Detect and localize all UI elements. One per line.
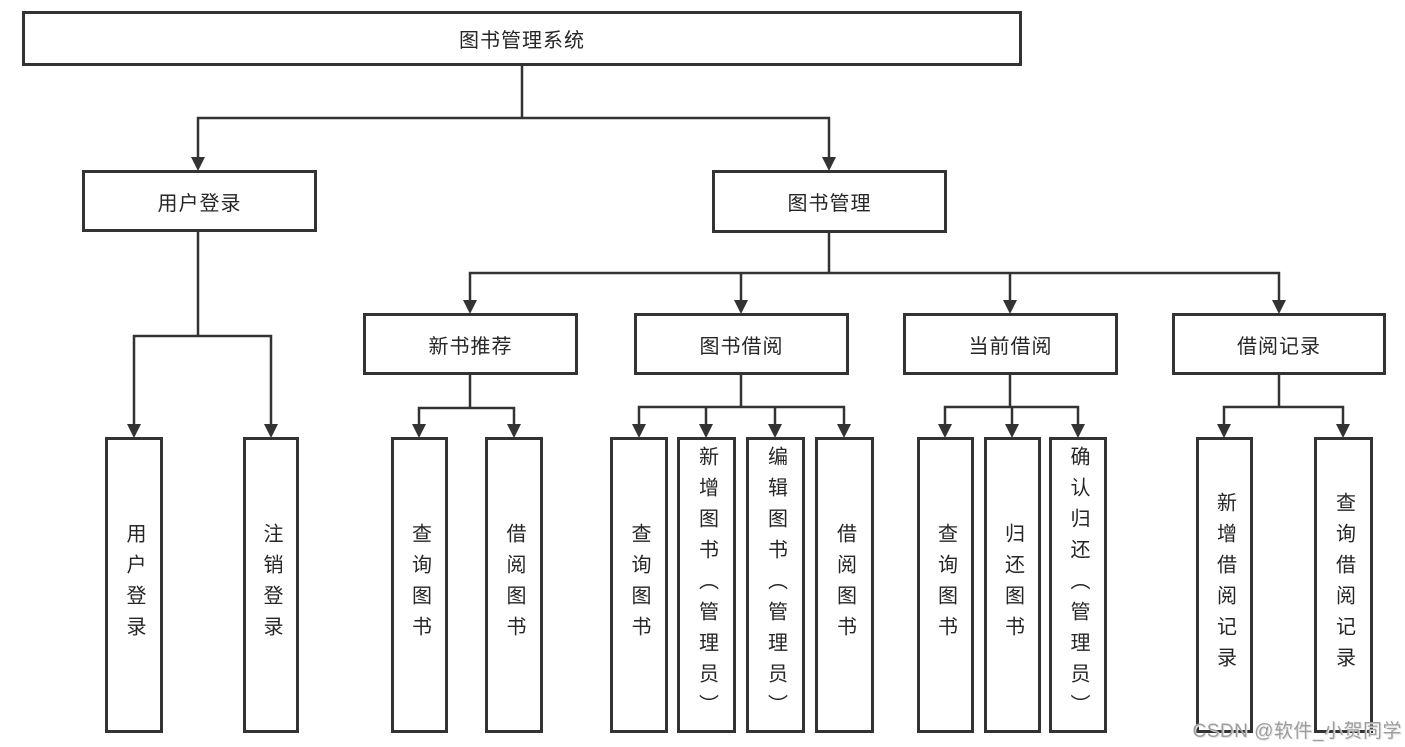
leaf-add-borrow-record: 新增借阅记录 (1196, 437, 1253, 733)
leaf-query-book-current-label: 查询图书 (934, 523, 957, 647)
leaf-query-book-current: 查询图书 (917, 437, 974, 733)
leaf-logout-label: 注销登录 (260, 523, 282, 647)
leaf-borrow-book-recommend-label: 借阅图书 (503, 523, 525, 647)
leaf-logout: 注销登录 (243, 437, 299, 733)
leaf-edit-book-admin-label: 编辑图书（管理员） (764, 445, 787, 725)
connector-bookmgmt-to-level3 (468, 231, 1281, 303)
arrowheads (127, 157, 1350, 438)
node-book-management: 图书管理 (712, 170, 947, 233)
leaf-query-book-borrowing: 查询图书 (610, 437, 668, 733)
leaf-edit-book-admin: 编辑图书（管理员） (746, 437, 805, 733)
leaf-query-borrow-record: 查询借阅记录 (1314, 437, 1373, 733)
connector-newbook-to-leaves (417, 373, 516, 428)
leaf-return-book: 归还图书 (984, 437, 1041, 733)
node-new-book-recommend: 新书推荐 (363, 313, 578, 375)
node-root: 图书管理系统 (22, 11, 1022, 66)
leaf-add-book-admin: 新增图书（管理员） (677, 437, 736, 733)
leaf-add-borrow-record-label: 新增借阅记录 (1213, 492, 1236, 678)
leaf-query-book-borrowing-label: 查询图书 (628, 523, 650, 647)
leaf-return-book-label: 归还图书 (1001, 523, 1024, 647)
leaf-query-book-recommend: 查询图书 (391, 437, 448, 733)
leaf-add-book-admin-label: 新增图书（管理员） (695, 445, 718, 725)
leaf-query-borrow-record-label: 查询借阅记录 (1332, 492, 1355, 678)
leaf-confirm-return-admin: 确认归还（管理员） (1049, 437, 1107, 733)
node-current-borrowing: 当前借阅 (903, 313, 1118, 375)
leaf-borrow-book: 借阅图书 (815, 437, 874, 733)
leaf-borrow-book-recommend: 借阅图书 (485, 437, 543, 733)
connector-root-to-level2 (196, 64, 831, 160)
node-user-login: 用户登录 (82, 170, 317, 232)
leaf-user-login-label: 用户登录 (123, 523, 145, 647)
connector-currentborrow-to-leaves (943, 373, 1080, 428)
csdn-watermark: CSDN @软件_小贺同学 (1192, 721, 1402, 742)
node-book-borrowing: 图书借阅 (634, 313, 849, 375)
connector-borrowmgmt-to-leaves (637, 373, 846, 428)
leaf-query-book-recommend-label: 查询图书 (408, 523, 431, 647)
node-borrow-records: 借阅记录 (1172, 313, 1386, 375)
leaf-user-login: 用户登录 (105, 437, 163, 733)
leaf-borrow-book-label: 借阅图书 (833, 523, 856, 647)
connector-userlogin-to-leaves (132, 230, 273, 428)
connector-records-to-leaves (1222, 373, 1345, 428)
leaf-confirm-return-admin-label: 确认归还（管理员） (1067, 445, 1089, 725)
